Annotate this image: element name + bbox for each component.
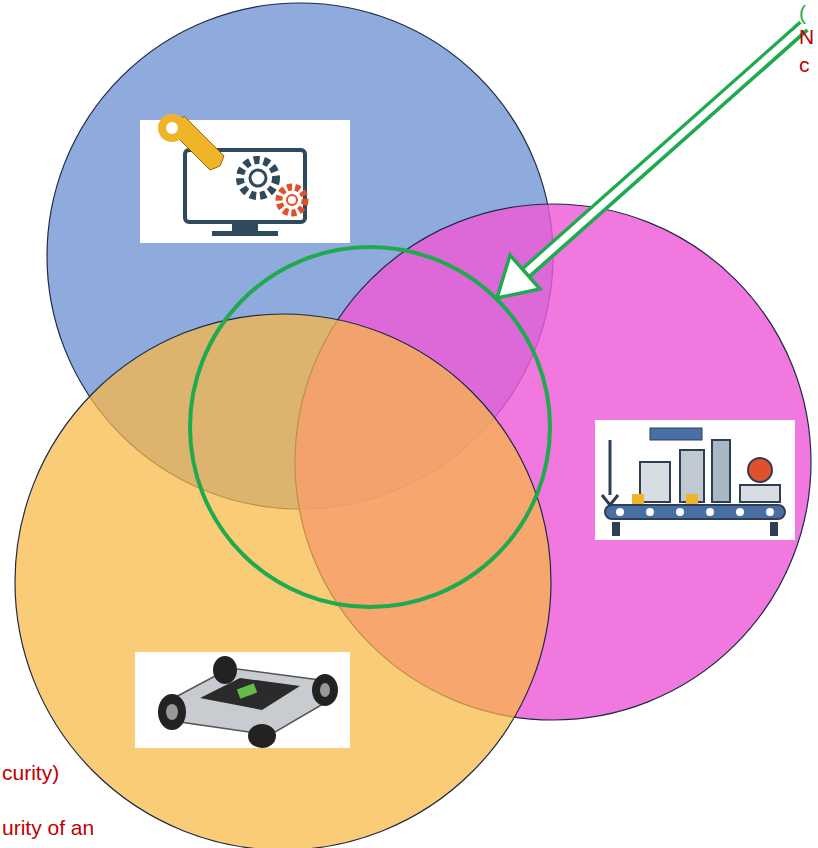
cut-heading-text: ( <box>799 0 806 25</box>
cut-note-text: curity) <box>2 760 59 785</box>
ev-chassis-icon <box>135 652 350 748</box>
orange-circle <box>15 314 551 848</box>
pointer-arrow <box>497 24 806 298</box>
cut-note-text: urity of an <box>2 815 94 840</box>
cut-note-text: N <box>799 24 814 49</box>
tool-icon <box>140 114 350 243</box>
factory-icon <box>595 420 795 540</box>
focus-circle <box>190 247 550 607</box>
cut-note-text: c <box>799 52 810 77</box>
